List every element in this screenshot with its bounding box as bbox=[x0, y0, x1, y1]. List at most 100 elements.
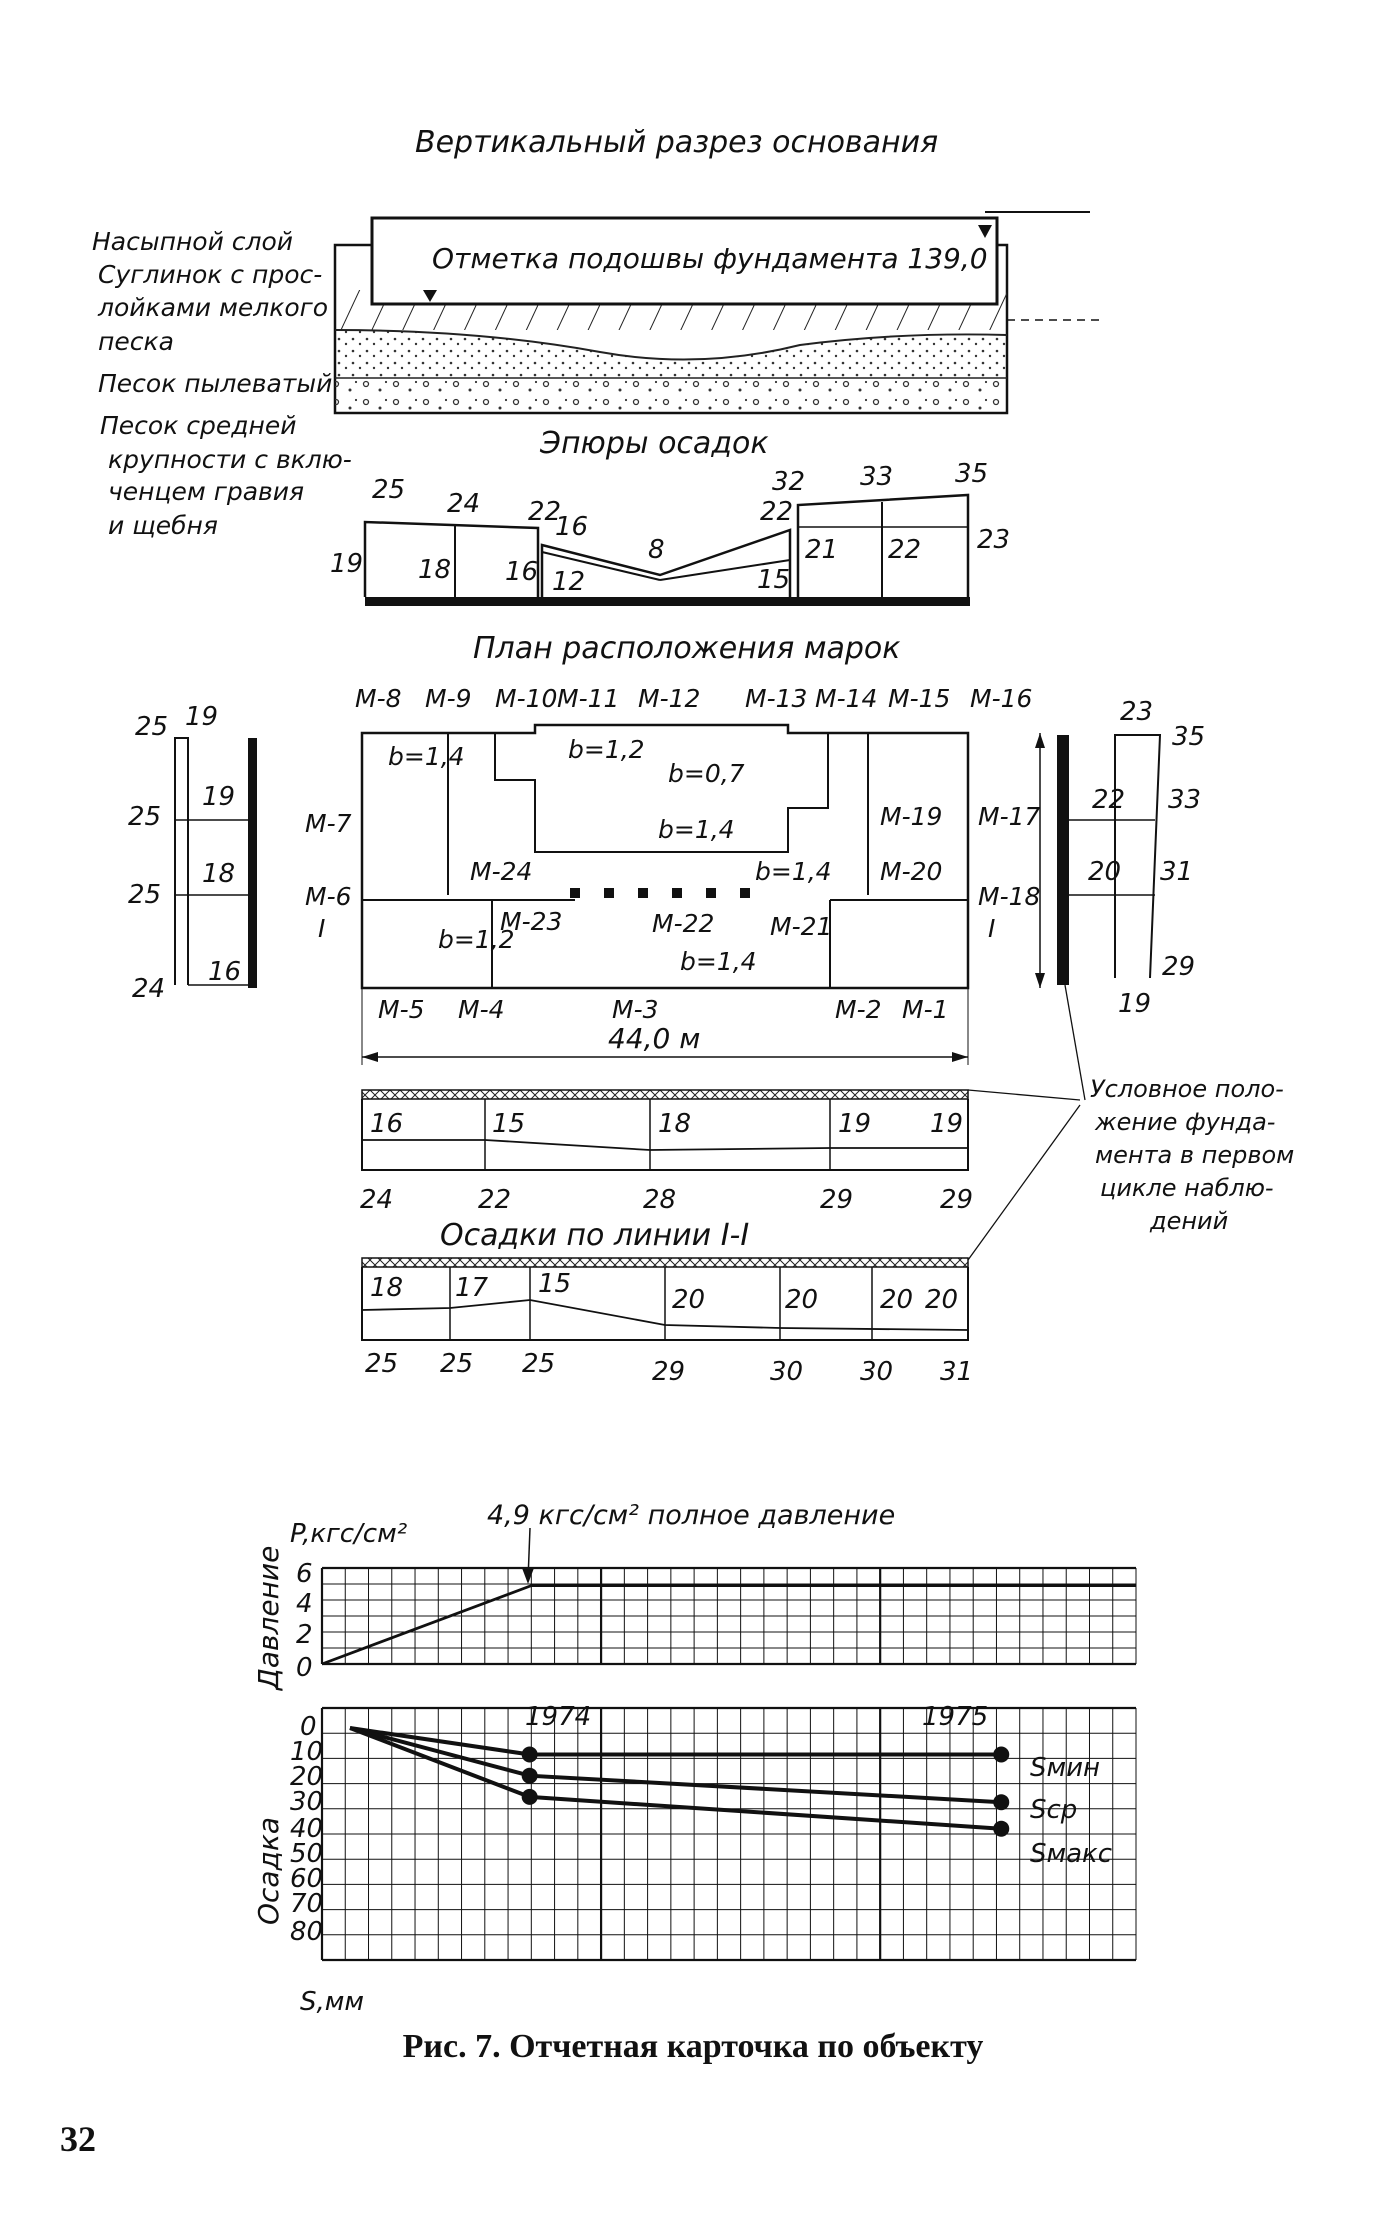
mark-label: М-20 bbox=[880, 857, 942, 886]
epure-right bbox=[796, 493, 970, 597]
series-point bbox=[993, 1820, 1010, 1837]
epure-value: 8 bbox=[648, 535, 665, 565]
series-label: Sмин bbox=[1030, 1753, 1100, 1783]
profile-value: 19 bbox=[838, 1109, 871, 1139]
left-epure bbox=[174, 737, 189, 985]
pressure-unit: P,кгс/см² bbox=[290, 1519, 407, 1549]
mark-label: М-12 bbox=[638, 684, 700, 713]
pressure-series-line bbox=[321, 1584, 1136, 1666]
epure-value: 33 bbox=[1168, 785, 1201, 815]
tick-label: 0 bbox=[300, 1712, 317, 1742]
epure-value: 29 bbox=[1162, 952, 1195, 982]
mark-label: М-15 bbox=[888, 684, 950, 713]
layer-label: Насыпной слой bbox=[92, 227, 293, 256]
profile-value: 30 bbox=[860, 1357, 893, 1387]
layer-label: ченцем гравия bbox=[108, 477, 304, 506]
epure-value: 22 bbox=[888, 535, 921, 565]
layer-label: Песок средней bbox=[100, 411, 297, 440]
dimension-label: b=0,7 bbox=[668, 759, 745, 788]
mark-label: М-4 bbox=[458, 995, 505, 1024]
base-bar bbox=[365, 597, 970, 606]
tick-label: 70 bbox=[290, 1889, 323, 1919]
settlement-unit: S,мм bbox=[300, 1987, 364, 2017]
mark-label: М-7 bbox=[305, 809, 352, 838]
note-line: мента в первом bbox=[1095, 1141, 1294, 1169]
settlement-line bbox=[362, 1139, 968, 1151]
mark-label: М-6 bbox=[305, 882, 352, 911]
page-number: 32 bbox=[60, 2119, 96, 2159]
epure-value: 35 bbox=[1172, 722, 1205, 752]
mark-label: М-3 bbox=[612, 995, 659, 1024]
foundation-strip bbox=[361, 1089, 969, 1100]
profile-value: 20 bbox=[785, 1285, 818, 1315]
mark-label: М-2 bbox=[835, 995, 882, 1024]
layer-label: песка bbox=[98, 327, 174, 356]
profile-value: 25 bbox=[365, 1349, 398, 1379]
tick-label: 2 bbox=[296, 1620, 313, 1650]
epure-value: 25 bbox=[372, 475, 405, 505]
figure-caption: Рис. 7. Отчетная карточка по объекту bbox=[402, 2028, 984, 2065]
layer-label: лойками мелкого bbox=[97, 293, 328, 322]
profile-value: 30 bbox=[770, 1357, 803, 1387]
silty-sand-layer bbox=[335, 330, 1007, 378]
inner-wall bbox=[494, 733, 829, 853]
epure-value: 19 bbox=[1118, 989, 1151, 1019]
epure-value: 31 bbox=[1160, 857, 1193, 887]
dimension-label: b=1,4 bbox=[680, 947, 757, 976]
profile-value: 15 bbox=[492, 1109, 525, 1139]
profile-value: 29 bbox=[652, 1357, 685, 1387]
tick-label: 10 bbox=[290, 1737, 323, 1767]
epure-value: 22 bbox=[1092, 785, 1125, 815]
mark-label: М-24 bbox=[470, 857, 532, 886]
foundation-plan-outline bbox=[360, 723, 970, 990]
mark-label: М-21 bbox=[770, 912, 832, 941]
epure-value: 22 bbox=[760, 497, 793, 527]
epure-left bbox=[363, 520, 540, 597]
note-line: жение фунда- bbox=[1094, 1108, 1275, 1136]
mark-label: М-8 bbox=[355, 684, 402, 713]
leader-line bbox=[967, 1089, 1081, 1101]
epure-value: 35 bbox=[955, 459, 988, 489]
mark-label: М-14 bbox=[815, 684, 877, 713]
profile-value: 17 bbox=[455, 1273, 489, 1303]
tick-label: 80 bbox=[290, 1917, 323, 1947]
section-mark-label: I bbox=[318, 914, 325, 943]
profile-value: 16 bbox=[370, 1109, 403, 1139]
profile-value: 31 bbox=[940, 1357, 973, 1387]
plan-title: План расположения марок bbox=[473, 631, 900, 666]
profile-value: 18 bbox=[370, 1273, 403, 1303]
tick-label: 20 bbox=[290, 1762, 323, 1792]
settlement-epures: Эпюры осадок 25 24 22 16 8 32 22 33 35 1… bbox=[330, 426, 1010, 606]
settlement-series bbox=[349, 1726, 1010, 1837]
epure-value: 24 bbox=[132, 974, 165, 1004]
layer-label: Песок пылеватый bbox=[98, 369, 332, 398]
series-point bbox=[521, 1746, 538, 1763]
level-marker-icon bbox=[978, 225, 992, 238]
section-line-I-I bbox=[570, 888, 750, 898]
right-epure-bar bbox=[1057, 735, 1069, 985]
profile-longitudinal: 16 15 18 19 19 24 22 28 29 29 bbox=[360, 1089, 973, 1215]
epure-value: 18 bbox=[202, 859, 235, 889]
pressure-ylabel: Давление bbox=[252, 1546, 285, 1692]
profile-value: 20 bbox=[672, 1285, 705, 1315]
gravel-sand-layer bbox=[335, 378, 1007, 413]
epure-value: 23 bbox=[1120, 697, 1153, 727]
epure-value: 25 bbox=[128, 802, 161, 832]
epure-value: 16 bbox=[208, 957, 241, 987]
settlement-grid bbox=[320, 1706, 1137, 1962]
epure-value: 19 bbox=[185, 702, 218, 732]
epure-value: 24 bbox=[447, 489, 480, 519]
profile-value: 22 bbox=[478, 1185, 511, 1215]
footing-mark-label: Отметка подошвы фундамента 139,0 bbox=[432, 242, 988, 275]
epure-value: 18 bbox=[418, 555, 451, 585]
epure-value: 20 bbox=[1088, 857, 1121, 887]
epure-value: 15 bbox=[757, 565, 790, 595]
epure-value: 25 bbox=[135, 712, 168, 742]
profile-value: 29 bbox=[940, 1185, 973, 1215]
mark-label: М-1 bbox=[902, 995, 949, 1024]
profile-value: 29 bbox=[820, 1185, 853, 1215]
leader-line bbox=[1064, 984, 1086, 1101]
profile-frame bbox=[361, 1099, 969, 1171]
note-line: цикле наблю- bbox=[1100, 1174, 1274, 1202]
